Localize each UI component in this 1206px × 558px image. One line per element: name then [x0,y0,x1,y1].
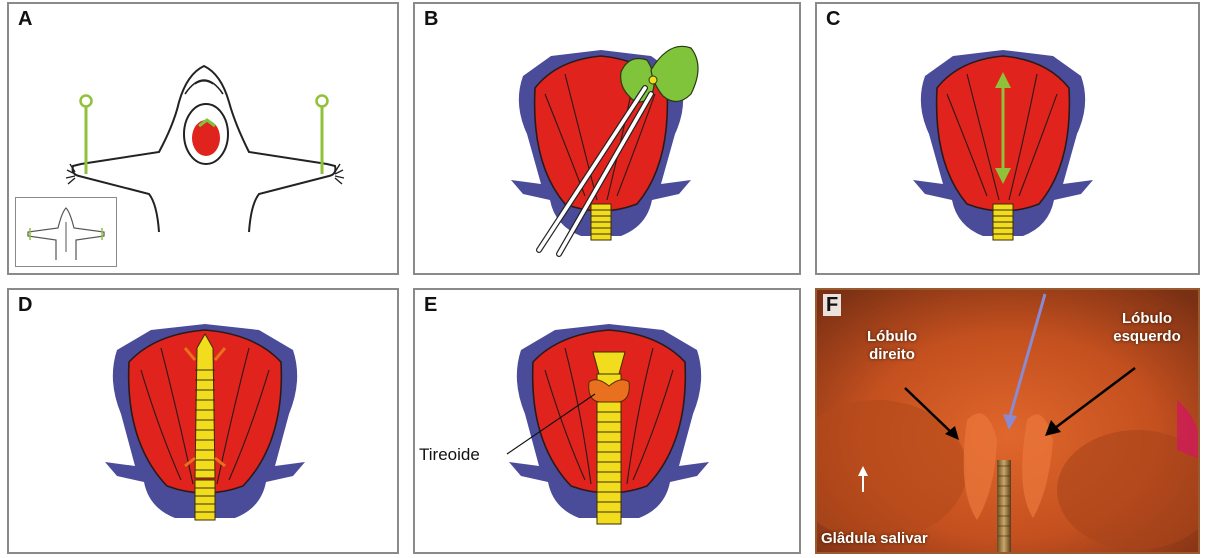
muscle-split-illustration [817,4,1200,275]
panel-label-f: F [823,294,841,316]
panel-c: C [815,2,1200,275]
panel-label-c: C [823,8,843,30]
right-lobe-label: Lóbulo direito [857,328,927,364]
panel-f: Lóbulo direito Lóbulo esquerdo Glâdula s… [815,288,1200,554]
thyroid-callout-label: Tireoide [419,445,480,465]
panel-a: A [7,2,399,275]
panel-label-d: D [15,294,35,316]
thyroid-exposed-illustration [415,290,801,554]
panel-d: D [7,288,399,554]
neck-anatomy [509,324,709,524]
panel-b: B [413,2,801,275]
panel-label-b: B [421,8,441,30]
panel-label-a: A [15,8,35,30]
left-lobe-label: Lóbulo esquerdo [1107,310,1187,346]
neck-anatomy [105,324,305,520]
trachea-exposed-illustration [9,290,399,554]
panel-label-e: E [421,294,440,316]
inset-thumbnail [15,197,117,267]
panel-e: Tireoide E [413,288,801,554]
inset-mouse-icon [16,198,116,266]
neck-dissection-illustration [415,4,801,275]
salivary-gland-label: Glâdula salivar [821,530,928,548]
